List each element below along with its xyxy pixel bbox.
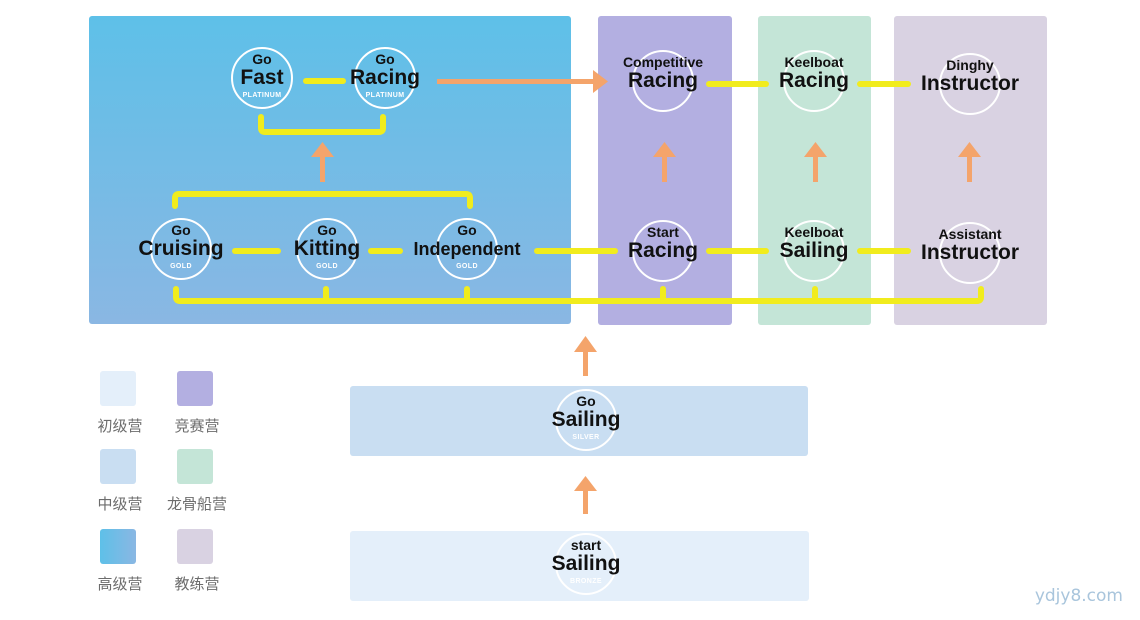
- course-line2: Racing: [627, 69, 698, 92]
- course-line1: Assistant: [938, 226, 1002, 242]
- legend-label: 竞赛营: [174, 417, 220, 435]
- bracket-gold: [172, 191, 473, 209]
- legend-swatch: [100, 449, 136, 484]
- course-line2: Cruising: [138, 237, 224, 260]
- arrow-up-keelboat-sailing-to-racing: [804, 142, 827, 182]
- course-level: PLATINUM: [365, 92, 405, 99]
- course-ring: [632, 220, 694, 282]
- course-level: BRONZE: [570, 578, 602, 585]
- course-line1: Keelboat: [784, 54, 844, 70]
- legend-label: 初级营: [97, 417, 143, 435]
- legend-label: 教练营: [174, 575, 220, 593]
- course-line1: Go: [171, 222, 191, 238]
- course-line1: start: [570, 537, 602, 553]
- course-line2: Racing: [627, 239, 698, 262]
- course-level: SILVER: [572, 434, 600, 441]
- arrow-up-start-to-competitive-racing: [653, 142, 676, 182]
- bracket-platinum: [258, 114, 386, 135]
- course-line1: Go: [317, 222, 337, 238]
- course-line2: Instructor: [920, 241, 1019, 264]
- legend-swatch: [100, 529, 136, 564]
- bracket-bottom: [173, 286, 984, 304]
- course-line1: Go: [457, 222, 477, 238]
- course-ring: [783, 50, 845, 112]
- course-line1: Dinghy: [946, 57, 994, 73]
- course-ring: [555, 533, 617, 595]
- course-line2: Sailing: [551, 408, 621, 431]
- legend-swatch: [177, 529, 213, 564]
- course-line1: Start: [647, 224, 679, 240]
- legend-beginner: 初级营: [90, 371, 170, 441]
- course-line2: Racing: [349, 66, 420, 89]
- course-line1: Competitive: [622, 54, 704, 70]
- course-ring: [296, 218, 358, 280]
- course-level: PLATINUM: [242, 92, 282, 99]
- legend-swatch: [177, 371, 213, 406]
- legend-advanced: 高级营: [90, 529, 170, 599]
- course-line2: Kitting: [293, 237, 361, 260]
- course-ring: [939, 222, 1001, 284]
- course-line2: Fast: [240, 66, 284, 89]
- course-ring: [231, 47, 293, 109]
- course-ring: [354, 47, 416, 109]
- legend-keelboat: 龙骨船营: [167, 449, 247, 519]
- legend-intermediate: 中级营: [90, 449, 170, 519]
- course-ring: [436, 218, 498, 280]
- arrow-up-gosailing-to-upper: [574, 336, 597, 376]
- course-line2: Independent: [413, 239, 521, 259]
- course-line1: Go: [252, 51, 272, 67]
- course-line2: Sailing: [551, 552, 621, 575]
- course-level: GOLD: [170, 263, 192, 270]
- legend-label: 中级营: [97, 495, 143, 513]
- course-line2: Sailing: [779, 239, 849, 262]
- course-line1: Go: [576, 393, 596, 409]
- course-ring: [555, 389, 617, 451]
- course-line2: Racing: [778, 69, 849, 92]
- legend-label: 龙骨船营: [166, 495, 227, 513]
- course-level: GOLD: [456, 263, 478, 270]
- course-line1: Go: [375, 51, 395, 67]
- legend-instructor: 教练营: [167, 529, 247, 599]
- legend-swatch: [100, 371, 136, 406]
- course-level: GOLD: [316, 263, 338, 270]
- course-line1: Keelboat: [784, 224, 844, 240]
- course-ring: [632, 50, 694, 112]
- arrow-up-gold-to-platinum: [311, 142, 334, 182]
- arrow-right-to-competitive: [437, 70, 608, 93]
- course-ring: [939, 53, 1001, 115]
- legend-label: 高级营: [97, 575, 143, 593]
- watermark: ydjy8.com: [1034, 586, 1123, 606]
- course-line2: Instructor: [920, 72, 1019, 95]
- legend-racing: 竞赛营: [167, 371, 247, 441]
- course-ring: [783, 220, 845, 282]
- course-ring: [150, 218, 212, 280]
- arrow-up-startsailing-to-gosailing: [574, 476, 597, 514]
- arrow-up-assistant-to-dinghy: [958, 142, 981, 182]
- legend-swatch: [177, 449, 213, 484]
